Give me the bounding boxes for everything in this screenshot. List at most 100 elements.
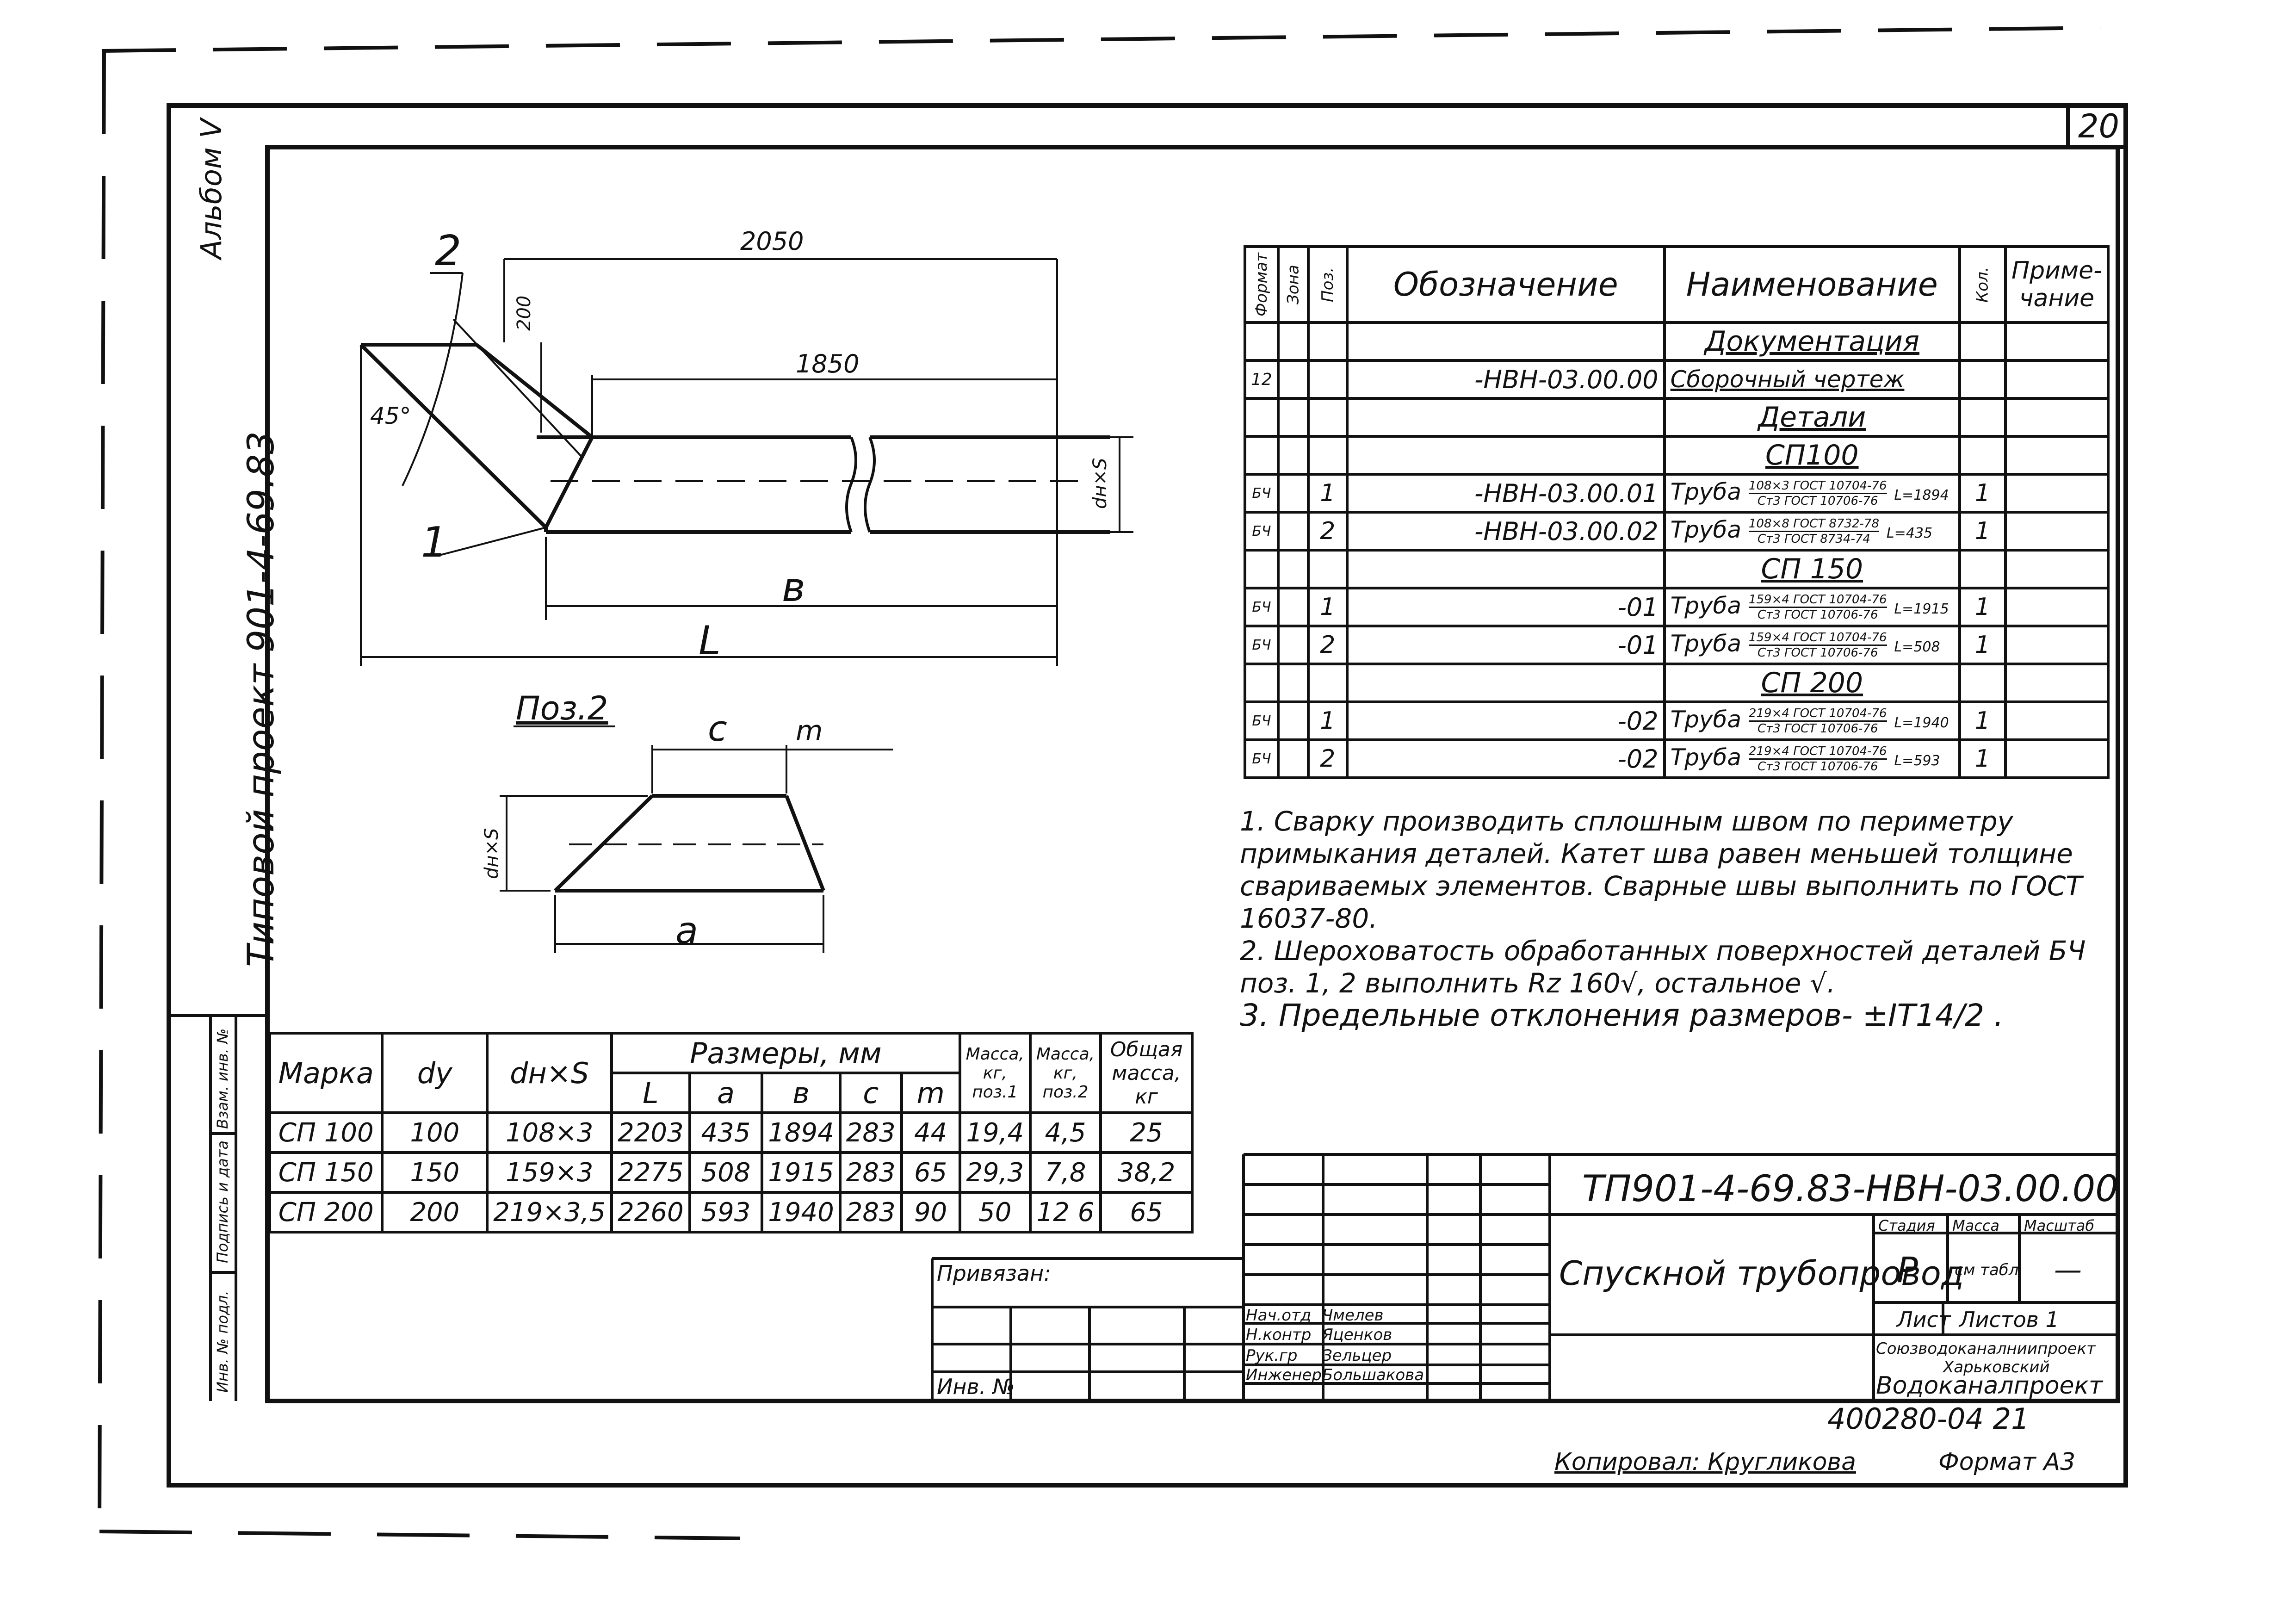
spec-doc-row: 12 -НВН-03.00.00 Сборочный чертеж (1244, 359, 2110, 400)
spec-item-pos: 2 (1306, 511, 1349, 552)
spec-item-qty: 1 (1958, 587, 2007, 627)
page-number: 20 (2078, 107, 2120, 145)
dims-cell-m1: 29,3 (958, 1151, 1032, 1194)
dims-cell-total: 38,2 (1099, 1151, 1194, 1194)
dim-1850: 1850 (796, 349, 860, 378)
org-line-2: Харьковский (1943, 1358, 2050, 1376)
spec-item-format: БЧ (1244, 511, 1280, 552)
dims-row: СП 100 100 108×3 2203 435 1894 283 44 19… (268, 1111, 1194, 1154)
spec-section-sp150: СП 150 (1663, 549, 1961, 589)
pos2-dim-c: c (708, 708, 727, 749)
org-line-1: Союзводоканалниипроект (1876, 1339, 2096, 1358)
title-block-title: Спускной трубопровод (1559, 1254, 1964, 1293)
order-number: 400280-04 21 (1827, 1402, 2030, 1436)
spec-item-format: БЧ (1244, 587, 1280, 627)
spec-item-qty: 1 (1958, 700, 2007, 741)
spec-header-designation: Обозначение (1345, 245, 1666, 324)
dims-cell-b: 1940 (761, 1191, 842, 1233)
dims-header-mark: Марка (268, 1032, 384, 1114)
mass-label: Масса (1952, 1217, 2000, 1234)
cut-line-bottom (99, 1530, 741, 1540)
dims-cell-a: 508 (688, 1151, 764, 1194)
role-title: Рук.гр (1246, 1346, 1298, 1365)
role-row: ИнженерБольшакова (1246, 1366, 1424, 1384)
spec-item-name-text: Труба (1670, 592, 1741, 619)
spec-item-row: БЧ 1 -НВН-03.00.01 Труба 108×3 ГОСТ 1070… (1244, 473, 2110, 514)
spec-item-pos: 2 (1306, 625, 1349, 665)
project-label: Типовой проект 901-4-69.83 (241, 431, 282, 967)
fraction-bottom: Ст3 ГОСТ 10706-76 (1757, 494, 1878, 508)
dims-header-m: m (900, 1072, 961, 1114)
spec-section-sp100: СП100 (1663, 435, 1961, 476)
cut-line-top (101, 26, 2101, 53)
role-title: Инженер (1246, 1366, 1322, 1384)
dims-cell-m1: 19,4 (958, 1111, 1032, 1154)
dims-cell-L: 2260 (610, 1191, 691, 1233)
dims-cell-a: 435 (688, 1111, 764, 1154)
fraction-bottom: Ст3 ГОСТ 10706-76 (1757, 760, 1878, 774)
dims-cell-c: 283 (838, 1111, 903, 1154)
spec-header-zone: Зона (1278, 247, 1308, 322)
spec-item-name-text: Труба (1670, 516, 1741, 543)
spec-item-format: БЧ (1244, 625, 1280, 665)
bound-label: Привязан: (937, 1261, 1051, 1286)
dim-dns-main: dн×S (1089, 458, 1111, 509)
spec-item-pos: 1 (1306, 473, 1349, 514)
fraction-bottom: Ст3 ГОСТ 10706-76 (1757, 608, 1878, 622)
copied-by: Копировал: Кругликова (1554, 1448, 1856, 1476)
spec-item-name-text: Труба (1670, 630, 1741, 657)
cut-line-left (98, 50, 106, 1532)
dims-header-a: a (688, 1072, 764, 1114)
pipe-drawing (359, 258, 1133, 666)
outer-border (167, 103, 2128, 1488)
spec-item-length: L=508 (1894, 639, 1940, 655)
dims-cell-m: 44 (900, 1111, 961, 1154)
dims-header-mass1: Масса, кг, поз.1 (958, 1032, 1032, 1114)
side-stamp-sign-date: Подпись и дата (214, 1140, 231, 1263)
fraction-top: 108×8 ГОСТ 8732-78 (1748, 517, 1880, 532)
dims-header-c: c (838, 1072, 903, 1114)
dims-header-total: Общая масса, кг (1099, 1032, 1194, 1114)
dims-cell-m1: 50 (958, 1191, 1032, 1233)
callout-2: 2 (435, 227, 462, 275)
fraction-top: 159×4 ГОСТ 10704-76 (1748, 593, 1887, 608)
stage-label: Стадия (1878, 1217, 1935, 1234)
pos2-drawing (500, 725, 893, 953)
spec-item-designation: -01 (1345, 587, 1666, 627)
dims-cell-m2: 4,5 (1028, 1111, 1102, 1154)
dims-subheader-row: L a в c m (270, 1072, 1192, 1114)
fraction-top: 219×4 ГОСТ 10704-76 (1748, 707, 1887, 722)
spec-item-length: L=1940 (1894, 715, 1949, 731)
spec-item-qty: 1 (1958, 511, 2007, 552)
dims-cell-m: 65 (900, 1151, 961, 1194)
spec-item-format: БЧ (1244, 473, 1280, 514)
spec-item-qty: 1 (1958, 473, 2007, 514)
role-person: Чмелев (1322, 1306, 1384, 1325)
pos2-dim-a: a (675, 909, 699, 952)
scale-value: — (2054, 1254, 2082, 1286)
dims-cell-c: 283 (838, 1151, 903, 1194)
spec-item-row: БЧ 2 -НВН-03.00.02 Труба 108×8 ГОСТ 8732… (1244, 511, 2110, 552)
dims-cell-a: 593 (688, 1191, 764, 1233)
spec-item-length: L=1915 (1894, 601, 1949, 617)
spec-item-designation: -02 (1345, 738, 1666, 779)
fraction-bottom: Ст3 ГОСТ 10706-76 (1757, 646, 1878, 660)
fraction-top: 108×3 ГОСТ 10704-76 (1748, 479, 1887, 494)
spec-section-row: Детали (1244, 397, 2110, 438)
stage-value: Р (1897, 1249, 1918, 1290)
dims-cell-b: 1894 (761, 1111, 842, 1154)
dims-cell-dns: 159×3 (486, 1151, 613, 1194)
spec-header-qty: Кол. (1959, 247, 2005, 322)
spec-header-format: Формат (1245, 247, 1278, 322)
org-line-3: Водоканалпроект (1876, 1372, 2103, 1400)
spec-section-docs: Документация (1663, 321, 1961, 362)
spec-item-designation: -01 (1345, 625, 1666, 665)
